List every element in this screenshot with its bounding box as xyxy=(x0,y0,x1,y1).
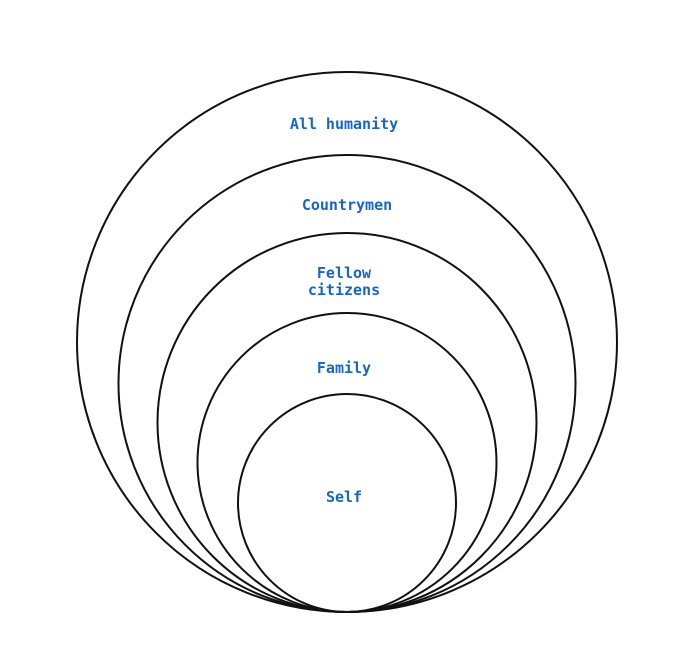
circle-all-humanity xyxy=(76,71,618,613)
label-countrymen: Countrymen xyxy=(302,196,392,214)
circle-countrymen xyxy=(117,154,577,613)
label-self: Self xyxy=(326,488,362,506)
circle-self xyxy=(237,393,457,613)
circle-family xyxy=(196,312,498,613)
label-all-humanity: All humanity xyxy=(290,115,398,133)
label-family: Family xyxy=(317,359,371,377)
